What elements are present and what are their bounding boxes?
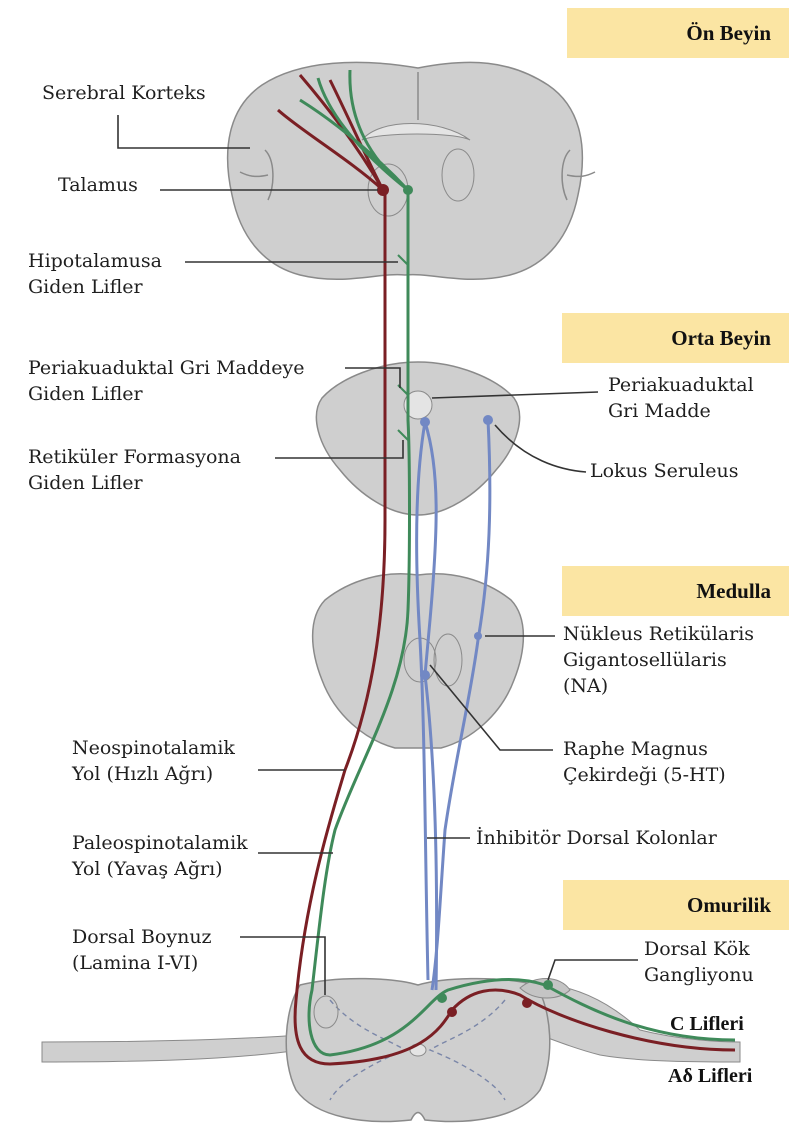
pag-line-1: Periakuaduktal <box>608 372 754 398</box>
inhib-text: İnhibitör Dorsal Kolonlar <box>476 827 717 849</box>
pag-dot <box>420 417 430 427</box>
paleo-line-1: Paleospinotalamik <box>72 830 248 856</box>
paleo-dorsal-horn-dot <box>437 993 447 1003</box>
section-omurilik: Omurilik <box>563 880 789 930</box>
drg-line-2: Gangliyonu <box>644 962 754 988</box>
spinal-cord-section <box>42 978 740 1121</box>
paleo-line-2: Yol (Yavaş Ağrı) <box>72 856 248 882</box>
nrg-dot <box>474 632 482 640</box>
section-orta-beyin: Orta Beyin <box>562 313 789 363</box>
leader-drg <box>548 960 638 980</box>
nerve-root-left <box>42 1035 300 1062</box>
paleo-drg-dot <box>543 980 553 990</box>
hipotalamus-line-1: Hipotalamusa <box>28 248 162 274</box>
neo-line-1: Neospinotalamik <box>72 735 235 761</box>
raphe-line-2: Çekirdeği (5-HT) <box>563 762 726 788</box>
nrg-line-1: Nükleus Retikülaris <box>563 621 754 647</box>
locus-dot <box>483 415 493 425</box>
neo-root-dot <box>522 998 532 1008</box>
section-on-beyin: Ön Beyin <box>567 8 789 58</box>
label-talamus: Talamus <box>58 172 138 198</box>
dorsal-horn-line-2: (Lamina I-VI) <box>72 950 212 976</box>
locus-text: Lokus Seruleus <box>590 460 738 482</box>
section-medulla: Medulla <box>562 566 789 616</box>
label-serebral-korteks: Serebral Korteks <box>42 80 206 106</box>
label-c-fibers: C Lifleri <box>670 1013 744 1036</box>
neo-thalamus-dot <box>377 184 389 196</box>
nrg-line-2: Gigantosellülaris <box>563 647 754 673</box>
paleo-thalamus-dot <box>403 185 413 195</box>
label-inhib: İnhibitör Dorsal Kolonlar <box>476 825 717 851</box>
forebrain-outline <box>228 62 583 279</box>
reticular-line-1: Retiküler Formasyona <box>28 444 241 470</box>
label-locus: Lokus Seruleus <box>590 458 738 484</box>
pag-line-2: Gri Madde <box>608 398 754 424</box>
nrg-line-3: (NA) <box>563 673 754 699</box>
pag-fibers-line-2: Giden Lifler <box>28 381 304 407</box>
neo-dorsal-horn-dot <box>447 1007 457 1017</box>
label-adelta-fibers: Aδ Lifleri <box>668 1065 752 1088</box>
serebral-korteks-text: Serebral Korteks <box>42 82 206 104</box>
raphe-line-1: Raphe Magnus <box>563 736 726 762</box>
forebrain-section <box>228 62 595 279</box>
label-dorsal-horn: Dorsal Boynuz(Lamina I-VI) <box>72 924 212 976</box>
neo-line-2: Yol (Hızlı Ağrı) <box>72 761 235 787</box>
hipotalamus-line-2: Giden Lifler <box>28 274 162 300</box>
pag-fibers-line-1: Periakuaduktal Gri Maddeye <box>28 355 304 381</box>
raphe-dot <box>420 670 430 680</box>
dorsal-horn-line-1: Dorsal Boynuz <box>72 924 212 950</box>
drg-line-1: Dorsal Kök <box>644 936 754 962</box>
talamus-text: Talamus <box>58 174 138 196</box>
reticular-line-2: Giden Lifler <box>28 470 241 496</box>
